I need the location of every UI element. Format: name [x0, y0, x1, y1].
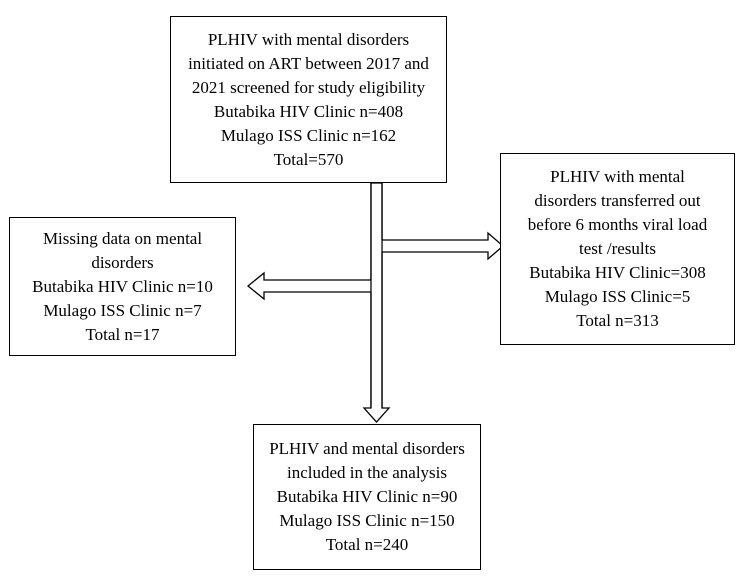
- right-arrow: [381, 231, 504, 261]
- box-line: disorders: [91, 252, 154, 272]
- included-analysis-box: PLHIV and mental disorders included in t…: [253, 424, 481, 570]
- box-line: Butabika HIV Clinic n=90: [276, 487, 458, 506]
- box-line: Total=570: [273, 149, 344, 169]
- box-line: Butabika HIV Clinic n=408: [213, 101, 404, 121]
- box-line: Total n=17: [85, 324, 160, 344]
- box-line: Missing data on mental: [42, 228, 203, 248]
- box-line: Total n=313: [576, 311, 659, 330]
- box-line: 2021 screened for study eligibility: [191, 77, 426, 97]
- box-line: Mulago ISS Clinic n=162: [220, 125, 397, 145]
- box-line: test /results: [579, 239, 656, 258]
- box-line: Butabika HIV Clinic=308: [529, 263, 706, 282]
- box-line: disorders transferred out: [534, 191, 701, 210]
- box-line: Mulago ISS Clinic n=150: [279, 511, 455, 530]
- box-line: Mulago ISS Clinic n=7: [43, 300, 202, 320]
- screened-box: PLHIV with mental disorders initiated on…: [170, 16, 447, 183]
- box-line: Total n=240: [325, 535, 409, 554]
- missing-data-box: Missing data on mental disorders Butabik…: [9, 217, 236, 356]
- box-line: PLHIV and mental disorders: [269, 439, 465, 458]
- transferred-out-box: PLHIV with mental disorders transferred …: [500, 153, 735, 345]
- box-line: before 6 months viral load: [527, 215, 708, 234]
- box-line: initiated on ART between 2017 and: [188, 53, 429, 73]
- box-line: Mulago ISS Clinic=5: [544, 287, 691, 306]
- left-arrow: [246, 271, 372, 301]
- box-line: PLHIV with mental disorders: [207, 29, 410, 49]
- box-line: included in the analysis: [286, 463, 448, 482]
- box-line: PLHIV with mental: [550, 167, 685, 186]
- box-line: Butabika HIV Clinic n=10: [32, 276, 213, 296]
